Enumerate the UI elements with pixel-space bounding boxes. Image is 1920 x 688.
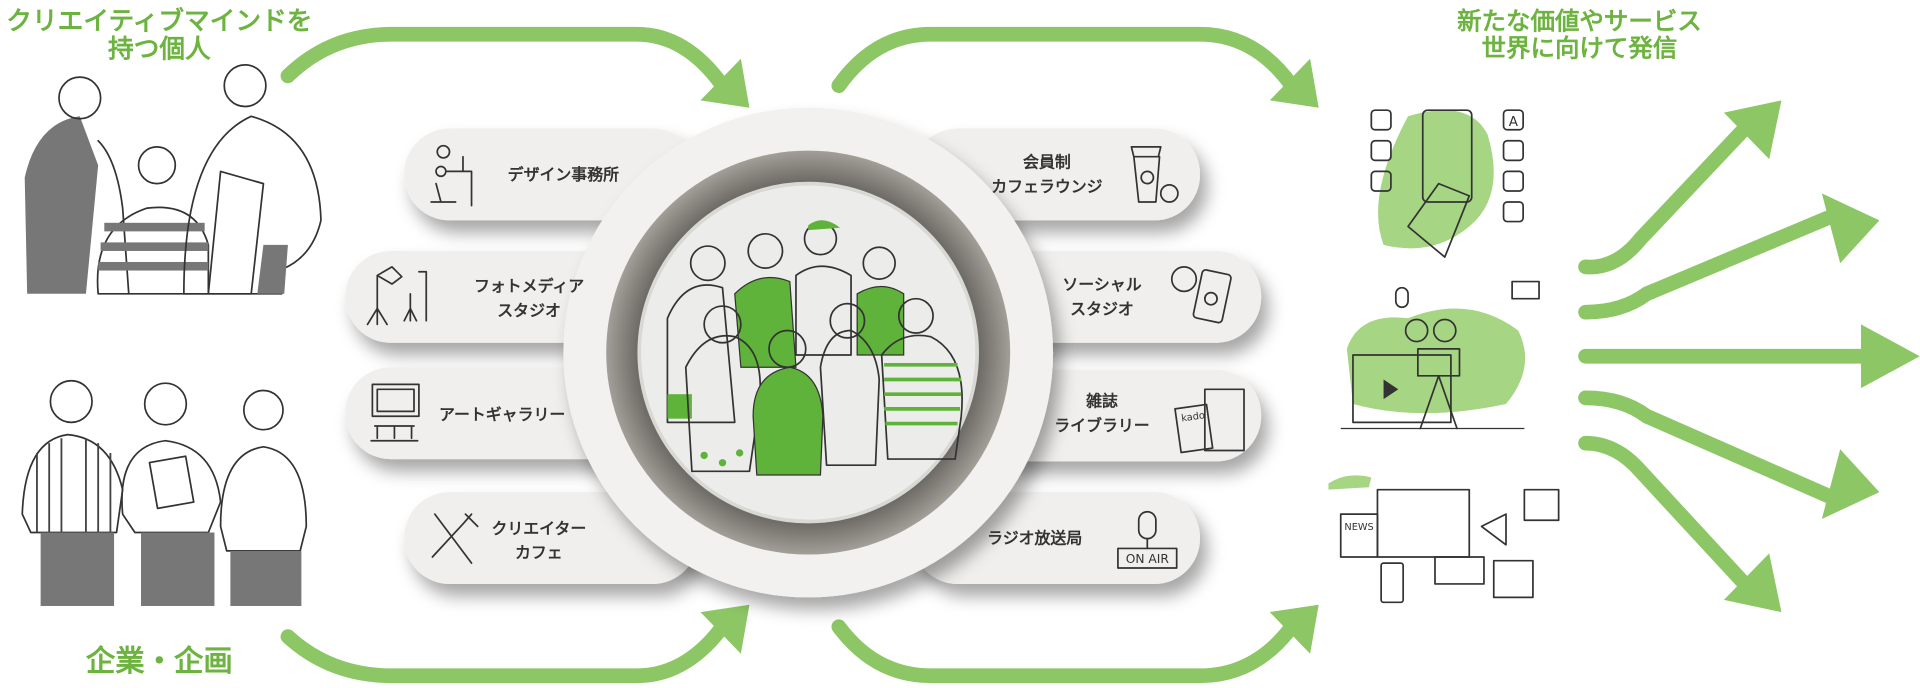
facility-label-magazine-library-line1: 雑誌 [1085, 391, 1118, 410]
smartphone-social-icon [1170, 266, 1232, 324]
facility-label-creator-cafe-line2: カフェ [515, 543, 563, 562]
facility-label-social-studio-line1: ソーシャル [1062, 275, 1141, 294]
knife-fork-icon [431, 513, 479, 564]
video-production-illustration [1340, 280, 1540, 430]
facility-label-social-studio-line2: スタジオ [1070, 300, 1134, 319]
digital-apps-illustration: A [1370, 109, 1524, 258]
output-arrow-5 [1578, 435, 1782, 613]
hub-to-output-top-arrow [831, 26, 1319, 108]
title-companies: 企業・企画 [86, 644, 233, 678]
app-icons: A [1370, 109, 1524, 223]
designer-desk-icon [430, 144, 473, 207]
magazine-icon: kado [1174, 388, 1245, 454]
output-arrow-1 [1578, 100, 1782, 275]
individuals-to-hub-arrow [280, 26, 750, 108]
app-letter-icon: A [1509, 115, 1519, 130]
facility-creator-cafe [404, 492, 699, 584]
news-label: NEWS [1344, 522, 1373, 533]
title-individuals-line2: 持つ個人 [108, 35, 211, 65]
facility-label-magazine-library-line2: ライブラリー [1054, 416, 1149, 435]
output-arrow-2 [1578, 193, 1880, 320]
facility-label-design-office: デザイン事務所 [508, 165, 619, 184]
on-air-text: ON AIR [1126, 552, 1170, 566]
facility-label-radio-station: ラジオ放送局 [987, 529, 1082, 548]
on-air-microphone-icon: ON AIR [1117, 510, 1178, 569]
output-arrow-4 [1578, 390, 1880, 520]
title-output-line2: 世界に向けて発信 [1482, 33, 1678, 62]
companies-to-hub-arrow [280, 604, 750, 684]
title-individuals-line1: クリエイティブマインドを [6, 5, 312, 36]
media-broadcast-illustration: NEWS [1328, 475, 1560, 604]
photo-studio-icon [366, 266, 428, 326]
company-people-illustration [21, 379, 308, 606]
facility-label-photo-studio-line2: スタジオ [497, 301, 561, 320]
coffee-cup-icon [1130, 146, 1179, 203]
facility-label-photo-studio-line1: フォトメディア [474, 276, 584, 295]
facility-label-cafe-lounge-line1: 会員制 [1023, 153, 1071, 172]
art-gallery-icon [370, 383, 420, 442]
central-hub [563, 107, 1054, 598]
facility-label-creator-cafe-line1: クリエイター [491, 519, 586, 538]
facility-label-cafe-lounge-line2: カフェラウンジ [991, 177, 1102, 196]
creative-community-illustration [666, 220, 963, 476]
facility-label-art-gallery: アートギャラリー [439, 405, 565, 424]
title-output-line1: 新たな価値やサービス [1457, 6, 1702, 35]
hub-to-output-bottom-arrow [831, 604, 1319, 684]
magazine-title-text: kado [1181, 410, 1206, 424]
creative-individuals-illustration [24, 64, 322, 295]
output-arrow-3 [1578, 324, 1920, 389]
